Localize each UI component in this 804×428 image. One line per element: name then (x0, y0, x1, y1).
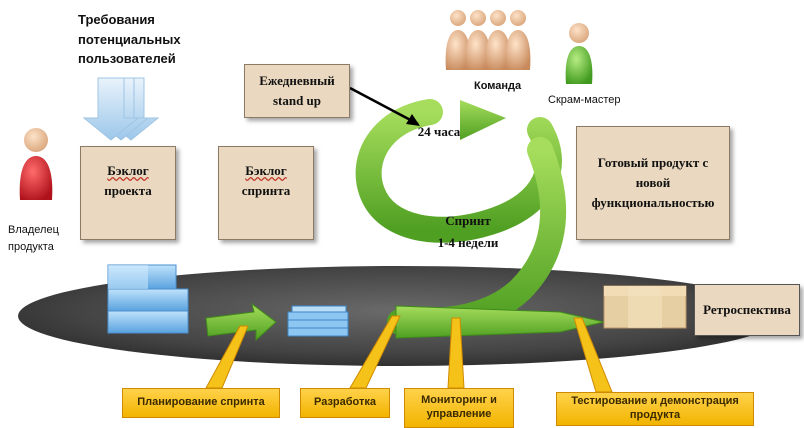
sprint-line-1: Спринт (445, 213, 491, 228)
stage-development: Разработка (300, 388, 390, 418)
requirements-line-2: потенциальных (78, 31, 181, 47)
sprint-backlog-box: Бэклог спринта (218, 146, 314, 240)
stage-testing-line-1: Тестирование и демонстрация (571, 395, 739, 408)
finished-product-box: Готовый продукт с новой функциональность… (576, 126, 730, 240)
team-icon (445, 10, 531, 70)
stage-development-label: Разработка (314, 396, 376, 409)
daily-standup-box: Ежедневный stand up (244, 64, 350, 118)
green-arrow-planning (205, 302, 277, 342)
requirements-label: Требования потенциальных пользователей (78, 10, 181, 69)
finished-product-line-1: Готовый продукт с (597, 154, 709, 170)
product-backlog-box: Бэклог проекта (80, 146, 176, 240)
retrospective-box: Ретроспектива (694, 284, 800, 336)
hours-label: 24 часа (417, 124, 461, 139)
stage-planning: Планирование спринта (122, 388, 280, 418)
finished-product-line-2: новой (635, 174, 671, 190)
sprint-backlog-stack (287, 305, 349, 337)
product-owner-label: Владелец продукта (8, 222, 59, 255)
stage-testing-line-2: продукта (629, 409, 681, 421)
sprint-line-2: 1-4 недели (437, 235, 499, 251)
sprint-label: Спринт 1-4 недели (420, 210, 516, 254)
daily-pointer-line (349, 86, 419, 126)
product-boxes (603, 285, 687, 329)
team-label: Команда (474, 80, 522, 92)
sprint-backlog-line-2: спринта (241, 183, 291, 199)
product-owner-line-2: продукта (8, 240, 54, 253)
requirements-line-3: пользователей (78, 51, 176, 66)
product-backlog-stack (107, 264, 189, 334)
scrum-master-icon (565, 23, 593, 84)
product-backlog-line-2: проекта (104, 183, 152, 199)
daily-line-1: Ежедневный (259, 72, 335, 88)
sprint-backlog-line-1: Бэклог (245, 163, 287, 178)
requirements-line-1: Требования (78, 12, 155, 27)
stage-monitoring-line-1: Мониторинг и (421, 394, 497, 407)
stage-testing: Тестирование и демонстрация продукта (556, 392, 754, 426)
daily-line-2: stand up (272, 93, 322, 108)
stage-monitoring-line-2: управление (426, 408, 492, 420)
product-owner-icon (19, 128, 53, 200)
scrum-master-label: Скрам-мастер (548, 94, 621, 106)
finished-product-line-3: функциональностью (591, 195, 715, 211)
sprint-spiral (355, 99, 605, 339)
stage-planning-label: Планирование спринта (137, 396, 265, 409)
product-owner-line-1: Владелец (8, 224, 59, 236)
retrospective-label: Ретроспектива (703, 301, 791, 317)
requirements-arrows (82, 77, 160, 141)
product-backlog-line-1: Бэклог (107, 163, 149, 178)
stage-monitoring: Мониторинг и управление (404, 388, 514, 428)
